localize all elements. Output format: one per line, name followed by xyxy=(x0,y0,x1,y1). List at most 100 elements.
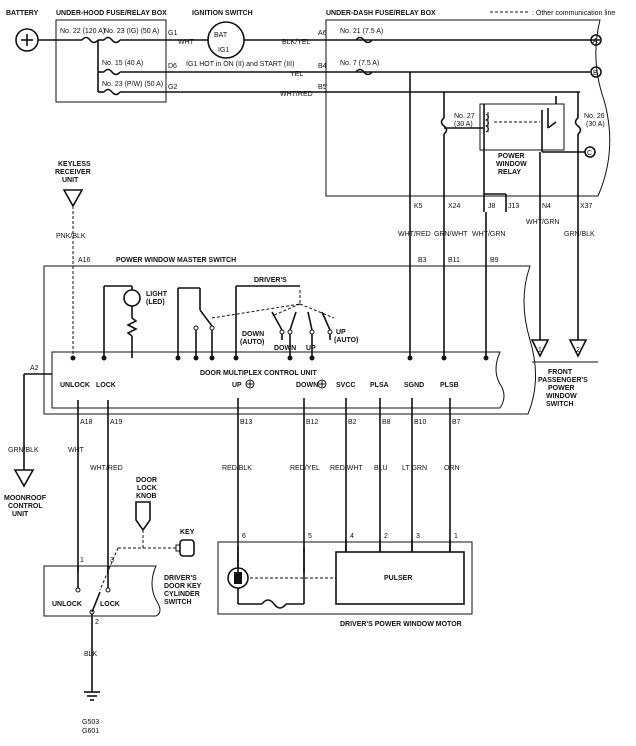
pin-b9: B9 xyxy=(490,257,499,264)
ground-g503: G503 xyxy=(82,719,99,726)
fuse-23-pw-label: No. 23 (P/W) (50 A) xyxy=(102,81,163,88)
wire-blk-yel: BLK/YEL xyxy=(282,39,311,46)
pin-a16: A16 xyxy=(78,257,91,264)
pin-g2: G2 xyxy=(168,84,177,91)
connector-a xyxy=(590,34,602,46)
wire-red-blk: RED/BLK xyxy=(222,465,252,472)
fuse-7-label: No. 7 (7.5 A) xyxy=(340,60,379,67)
bat-terminal: BAT xyxy=(214,32,228,39)
pass-pin-1: 1 xyxy=(538,347,542,354)
circle-b-label: B xyxy=(593,70,598,77)
front-pass-label-3: POWER xyxy=(548,385,574,392)
other-comm-line-label: : Other communication line xyxy=(532,10,615,17)
pin-a6: A6 xyxy=(318,30,327,37)
pw-master-label: POWER WINDOW MASTER SWITCH xyxy=(116,257,236,264)
front-pass-label-2: PASSENGER'S xyxy=(538,377,588,384)
pin-b11: B11 xyxy=(448,257,460,264)
cyl-name-4: SWITCH xyxy=(164,599,192,606)
door-lock-knob-label-3: KNOB xyxy=(136,493,157,500)
light-label-1: LIGHT xyxy=(146,291,168,298)
power-window-master-switch xyxy=(43,265,537,415)
pin-b8: B8 xyxy=(382,419,391,426)
under-dash-box-label: UNDER-DASH FUSE/RELAY BOX xyxy=(326,10,436,17)
wire-orn: ORN xyxy=(444,465,460,472)
circle-a-label: A xyxy=(593,38,598,45)
key-label: KEY xyxy=(180,529,195,536)
under-hood-box-label: UNDER-HOOD FUSE/RELAY BOX xyxy=(56,10,167,17)
fuse-21 xyxy=(355,36,373,44)
pin-b3: B3 xyxy=(418,257,427,264)
wire-grn-wht: GRN/WHT xyxy=(434,231,468,238)
wire-blu: BLU xyxy=(374,465,388,472)
keyless-label-2: RECEIVER xyxy=(55,169,91,176)
pin-k5: K5 xyxy=(414,203,423,210)
fuse-7 xyxy=(355,68,373,76)
pulser-label: PULSER xyxy=(384,575,412,582)
drivers-label: DRIVER'S xyxy=(254,277,287,284)
front-pass-label-4: WINDOW xyxy=(546,393,577,400)
wire-wht-a18: WHT xyxy=(68,447,85,454)
wire-grn-blk-a2: GRN/BLK xyxy=(8,447,39,454)
cyl-name-2: DOOR KEY xyxy=(164,583,202,590)
up-switch-label: UP xyxy=(306,345,316,352)
pin-x37: X37 xyxy=(580,203,593,210)
fuse-27-label: No. 27 xyxy=(454,113,475,120)
front-pass-label-5: SWITCH xyxy=(546,401,574,408)
under-hood-fuse-box xyxy=(55,19,167,103)
svcc-pin-label: SVCC xyxy=(336,382,355,389)
wire-wht-grn-j8: WHT/GRN xyxy=(472,231,505,238)
door-key-cylinder-switch xyxy=(43,565,161,617)
door-mux-label: DOOR MULTIPLEX CONTROL UNIT xyxy=(200,370,318,377)
keyless-label-1: KEYLESS xyxy=(58,161,91,168)
keyless-receiver xyxy=(62,189,84,208)
up-auto-label-1: UP xyxy=(336,329,346,336)
moonroof-label-1: MOONROOF xyxy=(4,495,47,502)
fuse-27-amp: (30 A) xyxy=(454,121,473,128)
wire-wht-red-a19: WHT/RED xyxy=(90,465,123,472)
battery-label: BATTERY xyxy=(6,10,39,17)
ig1-hot-note: IG1 HOT in ON (II) and START (III) xyxy=(186,61,294,68)
motor-pin-5: 5 xyxy=(308,533,312,540)
down-plus-symbol xyxy=(317,379,327,389)
moonroof-control-unit xyxy=(13,469,35,488)
wire-wht-grn-n4: WHT/GRN xyxy=(526,219,559,226)
fuse-15-label: No. 15 (40 A) xyxy=(102,60,143,67)
cyl-name-3: CYLINDER xyxy=(164,591,200,598)
cyl-pin-1: 1 xyxy=(80,557,84,564)
under-dash-fuse-box xyxy=(325,19,611,197)
wire-pnk-blk: PNK/BLK xyxy=(56,233,86,240)
circle-c-label: C xyxy=(587,150,592,157)
down-pin-label: DOWN xyxy=(296,382,318,389)
cyl-name-1: DRIVER'S xyxy=(164,575,197,582)
front-passenger-switch-pin-1 xyxy=(530,339,550,358)
cyl-lock-label: LOCK xyxy=(100,601,120,608)
cyl-pin-2: 2 xyxy=(95,619,99,626)
up-auto-label-2: (AUTO) xyxy=(334,337,358,344)
fuse-26-label: No. 26 xyxy=(584,113,605,120)
ignition-switch-label: IGNITION SWITCH xyxy=(192,10,253,17)
pin-b7: B7 xyxy=(452,419,461,426)
connector-b xyxy=(590,66,602,78)
moonroof-label-3: UNIT xyxy=(12,511,29,518)
pin-n4: N4 xyxy=(542,203,551,210)
fuse-21-label: No. 21 (7.5 A) xyxy=(340,28,383,35)
unlock-pin-label: UNLOCK xyxy=(60,382,90,389)
pin-b2: B2 xyxy=(348,419,357,426)
pin-b5: B5 xyxy=(318,84,327,91)
motor-pin-1: 1 xyxy=(454,533,458,540)
fuse-23-pw xyxy=(103,88,121,96)
down-auto-label-1: DOWN xyxy=(242,331,264,338)
pin-b12: B12 xyxy=(306,419,319,426)
pw-relay-label-3: RELAY xyxy=(498,169,521,176)
pw-relay-label-1: POWER xyxy=(498,153,524,160)
door-lock-knob-label-1: DOOR xyxy=(136,477,157,484)
motor-pin-3: 3 xyxy=(416,533,420,540)
plsa-pin-label: PLSA xyxy=(370,382,389,389)
door-lock-knob xyxy=(135,501,151,532)
pin-j13: J13 xyxy=(508,203,519,210)
switch-bus-dots xyxy=(70,355,489,361)
pin-a19: A19 xyxy=(110,419,123,426)
moonroof-label-2: CONTROL xyxy=(8,503,43,510)
